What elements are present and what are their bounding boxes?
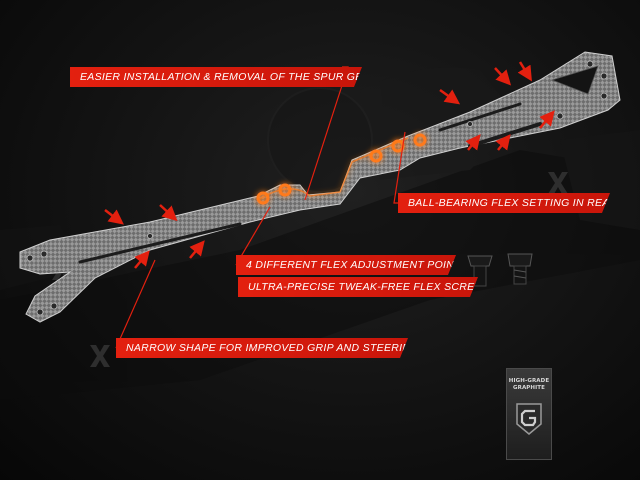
badge-line-1: HIGH-GRADE: [508, 378, 550, 384]
deck-screws: [26, 60, 608, 316]
badge-line-2: GRAPHITE: [513, 385, 545, 391]
callout-flex-adjustment-points: 4 DIFFERENT FLEX ADJUSTMENT POINTS: [236, 255, 456, 275]
callout-ball-bearing-flex: BALL-BEARING FLEX SETTING IN REAR: [398, 193, 610, 213]
callout-spur-gear: EASIER INSTALLATION & REMOVAL OF THE SPU…: [70, 67, 362, 87]
high-grade-graphite-badge: HIGH-GRADE GRAPHITE: [506, 368, 552, 460]
red-arrows: [104, 61, 555, 269]
flex-adjustment-points: [256, 133, 427, 205]
callout-flex-screws: ULTRA-PRECISE TWEAK-FREE FLEX SCREWS: [238, 277, 478, 297]
flex-screws: [467, 253, 533, 287]
callout-narrow-shape: NARROW SHAPE FOR IMPROVED GRIP AND STEER…: [116, 338, 408, 358]
graphite-g-shield-icon: [516, 403, 542, 435]
